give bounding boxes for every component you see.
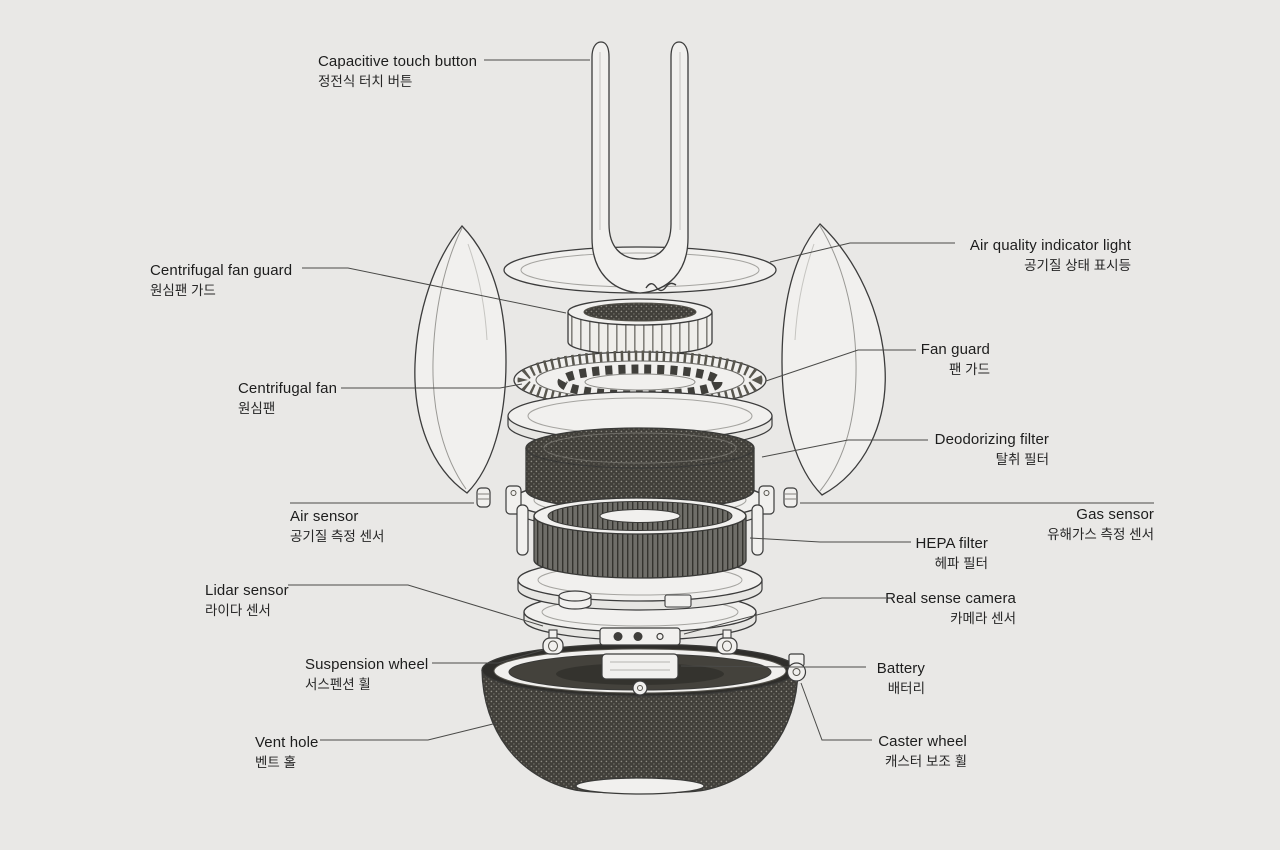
- label-en: HEPA filter: [915, 535, 988, 552]
- label-en: Deodorizing filter: [934, 431, 1049, 448]
- leader-air-quality-indicator-light: [769, 242, 955, 263]
- leader-lidar-sensor: [288, 584, 544, 627]
- label-lidar-sensor: Lidar sensor 라이다 센서: [205, 581, 289, 620]
- label-ko: 공기질 측정 센서: [290, 529, 385, 544]
- label-ko: 배터리: [887, 681, 925, 696]
- fan-guard-left-shell-part: [414, 225, 507, 494]
- label-en: Suspension wheel: [305, 656, 429, 673]
- suspension-wheel-right-part: [716, 629, 738, 655]
- gas-sensor-part: [783, 487, 798, 508]
- real-sense-camera-part: [599, 627, 681, 646]
- label-en: Gas sensor: [1076, 506, 1154, 523]
- label-en: Vent hole: [255, 734, 319, 751]
- label-air-quality-indicator-light: Air quality indicator light 공기질 상태 표시등: [970, 236, 1131, 275]
- label-ko: 원심팬: [238, 401, 276, 416]
- label-suspension-wheel: Suspension wheel 서스펜션 휠: [305, 655, 428, 694]
- label-en: Air sensor: [290, 508, 359, 525]
- label-gas-sensor: Gas sensor 유해가스 측정 센서: [1047, 505, 1154, 544]
- label-ko: 원심팬 가드: [150, 283, 216, 298]
- label-caster-wheel: Caster wheel 캐스터 보조 휠: [878, 732, 967, 771]
- label-ko: 캐스터 보조 휠: [884, 754, 967, 769]
- leader-lines: [288, 59, 1154, 741]
- label-en: Battery: [876, 660, 925, 677]
- deodorizing-filter-part: [525, 427, 755, 511]
- label-ko: 헤파 필터: [934, 556, 988, 571]
- battery-part: [601, 653, 679, 696]
- centrifugal-fan-guard-part: [567, 298, 713, 356]
- label-en: Caster wheel: [878, 733, 967, 750]
- label-ko: 공기질 상태 표시등: [1024, 258, 1131, 273]
- leader-fan-guard: [765, 349, 916, 382]
- brand-logo: [645, 282, 677, 292]
- leader-vent-hole: [320, 722, 498, 741]
- label-hepa-filter: HEPA filter 헤파 필터: [915, 534, 988, 573]
- label-capacitive-touch-button: Capacitive touch button 정전식 터치 버튼: [318, 52, 477, 91]
- centrifugal-fan-part: [513, 350, 767, 410]
- label-vent-hole: Vent hole 벤트 홀: [255, 733, 318, 772]
- label-en: Real sense camera: [885, 590, 1016, 607]
- air-sensor-part: [476, 487, 491, 508]
- leader-battery: [680, 665, 866, 668]
- leader-caster-wheel: [800, 682, 872, 741]
- leader-suspension-wheel: [432, 649, 544, 664]
- leader-hepa-filter: [749, 537, 911, 543]
- label-centrifugal-fan: Centrifugal fan 원심팬: [238, 379, 337, 418]
- label-ko: 유해가스 측정 센서: [1047, 527, 1154, 542]
- suspension-wheel-left-part: [542, 629, 564, 655]
- label-en: Centrifugal fan guard: [150, 262, 293, 279]
- leader-centrifugal-fan-guard: [302, 267, 567, 314]
- label-ko: 서스펜션 휠: [305, 677, 371, 692]
- touch-handle-part: [591, 41, 689, 294]
- lidar-sensor-part: [558, 590, 692, 610]
- label-centrifugal-fan-guard: Centrifugal fan guard 원심팬 가드: [150, 261, 292, 300]
- label-ko: 라이다 센서: [205, 603, 271, 618]
- label-air-sensor: Air sensor 공기질 측정 센서: [290, 507, 384, 546]
- label-ko: 팬 가드: [948, 362, 990, 377]
- label-ko: 탈취 필터: [995, 452, 1049, 467]
- label-en: Capacitive touch button: [318, 53, 478, 70]
- label-ko: 카메라 센서: [950, 611, 1016, 626]
- label-en: Fan guard: [920, 341, 990, 358]
- label-en: Centrifugal fan: [238, 380, 338, 397]
- label-deodorizing-filter: Deodorizing filter 탈취 필터: [935, 430, 1049, 469]
- leader-deodorizing-filter: [761, 439, 928, 458]
- leader-centrifugal-fan: [341, 383, 523, 389]
- label-ko: 정전식 터치 버튼: [318, 74, 413, 89]
- label-en: Air quality indicator light: [969, 237, 1131, 254]
- label-en: Lidar sensor: [205, 582, 289, 599]
- fan-guard-right-shell-part: [781, 223, 886, 496]
- label-battery: Battery 배터리: [877, 659, 925, 698]
- label-ko: 벤트 홀: [255, 755, 297, 770]
- leader-real-sense-camera: [683, 597, 886, 635]
- label-fan-guard: Fan guard 팬 가드: [921, 340, 990, 379]
- label-real-sense-camera: Real sense camera 카메라 센서: [885, 589, 1016, 628]
- hepa-filter-part: [516, 497, 764, 579]
